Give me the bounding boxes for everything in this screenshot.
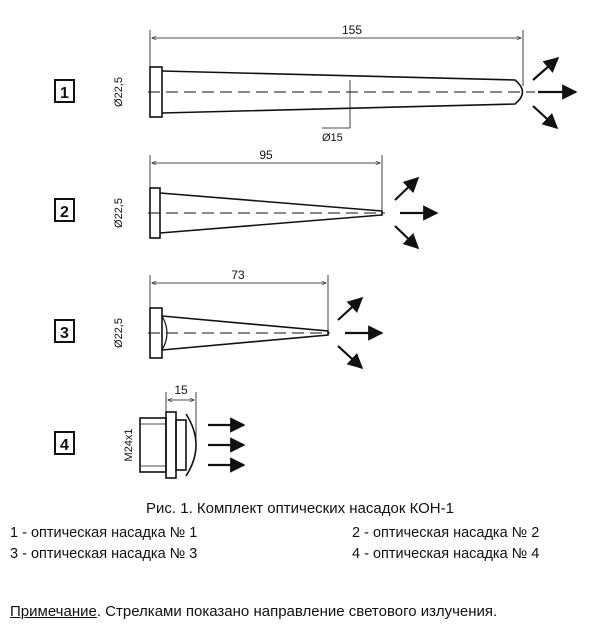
nozzle-3-arrow-up (337, 296, 364, 321)
nozzle-2-arrow-up (394, 176, 420, 201)
nozzle-1-number: 1 (60, 85, 69, 102)
nozzle-1-diameter: Ø22,5 (113, 77, 125, 107)
nozzle-3-number: 3 (60, 325, 69, 342)
nozzle-1-body (161, 70, 524, 114)
nozzle-2: 2 95 Ø22,5 (54, 148, 439, 250)
nozzle-1-length: 155 (342, 23, 362, 37)
nozzle-4-length: 15 (174, 383, 188, 397)
nozzle-4-thread-body (139, 417, 167, 473)
nozzle-4-number: 4 (60, 437, 69, 454)
nozzle-2-length: 95 (259, 148, 273, 162)
legend-item-2: 2 - оптическая насадка № 2 (352, 525, 540, 541)
legend-item-1: 1 - оптическая насадка № 1 (10, 525, 198, 541)
nozzle-4-number-box (54, 431, 75, 455)
note-text: . Стрелками показано направление светово… (96, 603, 498, 620)
legend-item-3: 3 - оптическая насадка № 3 (10, 546, 198, 562)
nozzle-3: 3 73 Ø22,5 (54, 268, 384, 370)
nozzle-1-arrow-up (532, 56, 560, 81)
note-label: Примечание (10, 603, 97, 620)
note: Примечание. Стрелками показано направлен… (10, 603, 497, 620)
nozzle-1-tip-diameter: Ø15 (322, 132, 343, 144)
nozzle-2-arrow-down (394, 225, 420, 250)
nozzle-1-arrow-down (532, 105, 559, 130)
nozzle-4-thread: M24x1 (123, 428, 135, 461)
nozzle-4-ring (175, 419, 187, 471)
nozzle-3-diameter: Ø22,5 (113, 318, 125, 348)
nozzle-4: 4 15 M24x1 (54, 383, 246, 479)
nozzle-1-number-box (54, 79, 75, 103)
nozzle-4-collar (165, 411, 177, 479)
figure-caption: Рис. 1. Комплект оптических насадок КОН-… (146, 500, 454, 517)
nozzle-4-lens (185, 413, 197, 477)
nozzle-3-number-box (54, 319, 75, 343)
nozzle-3-length: 73 (231, 268, 245, 282)
nozzle-2-number-box (54, 198, 75, 222)
nozzle-2-diameter: Ø22,5 (113, 198, 125, 228)
nozzle-1: 1 155 Ø22,5 Ø15 (54, 23, 578, 144)
nozzle-drawing: 1 155 Ø22,5 Ø15 2 95 Ø22,5 3 (54, 23, 578, 479)
legend-item-4: 4 - оптическая насадка № 4 (352, 546, 540, 562)
nozzle-3-arrow-down (337, 345, 364, 370)
nozzle-2-number: 2 (60, 204, 69, 221)
